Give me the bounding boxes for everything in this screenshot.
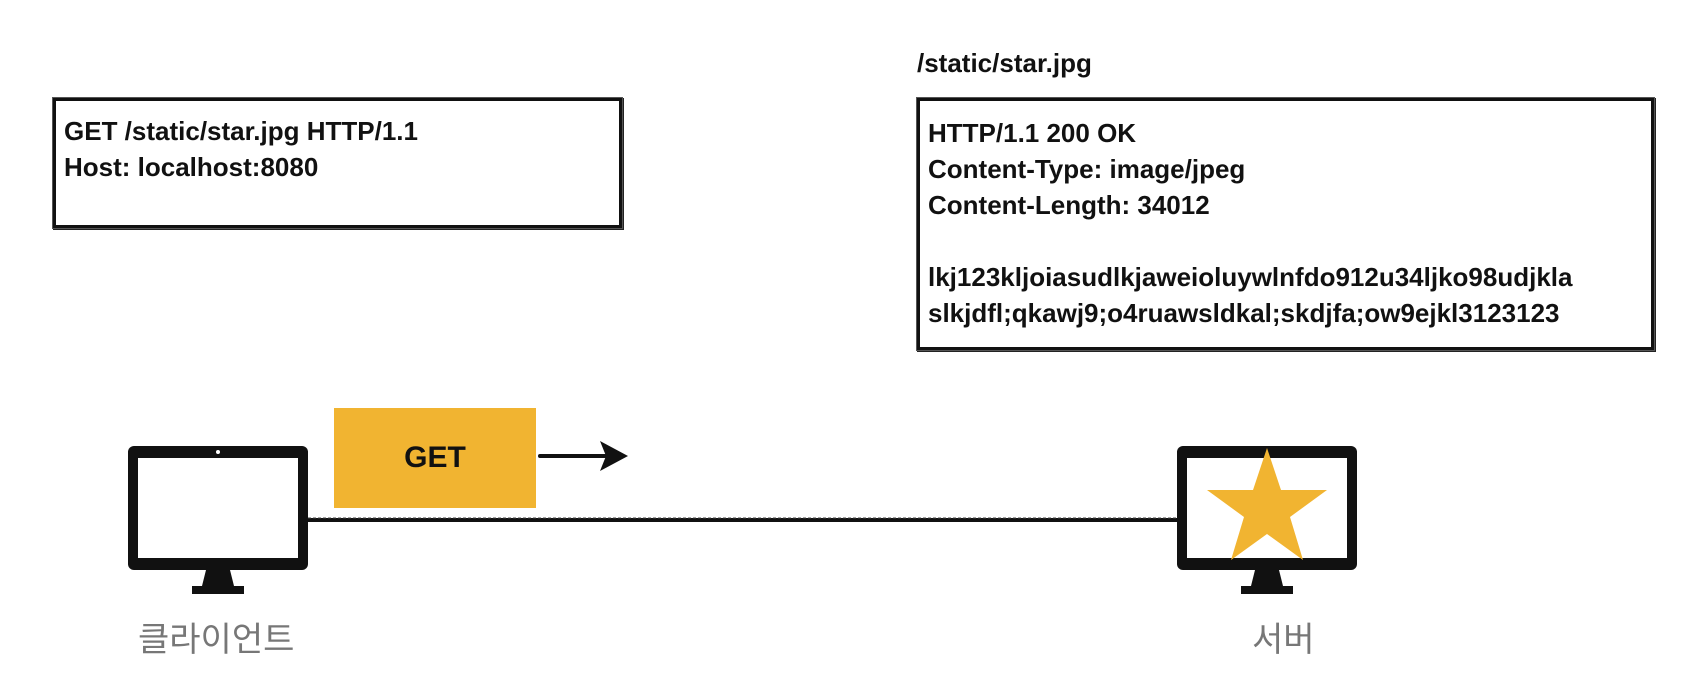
star-icon [1207, 448, 1327, 560]
arrow-right-icon [538, 441, 628, 471]
server-monitor-icon [1177, 446, 1357, 594]
response-resource-path: /static/star.jpg [917, 48, 1092, 78]
request-host-header: Host: localhost:8080 [64, 152, 319, 182]
response-content-length: Content-Length: 34012 [928, 190, 1210, 220]
client-monitor-icon [128, 446, 308, 594]
get-method-label: GET [404, 441, 466, 474]
response-message-box: HTTP/1.1 200 OK Content-Type: image/jpeg… [917, 98, 1654, 350]
server-label: 서버 [1252, 620, 1315, 660]
get-method-tag: GET [334, 408, 536, 508]
response-body-line-1: lkj123kljoiasudlkjaweioluywlnfdo912u34lj… [928, 262, 1573, 292]
response-content-type: Content-Type: image/jpeg [928, 154, 1246, 184]
request-message-box: GET /static/star.jpg HTTP/1.1 Host: loca… [53, 98, 622, 228]
response-status-line: HTTP/1.1 200 OK [928, 118, 1137, 148]
request-line: GET /static/star.jpg HTTP/1.1 [64, 116, 418, 146]
response-blank-line [928, 223, 1643, 259]
connection-line [308, 517, 1180, 522]
response-body-line-2: slkjdfl;qkawj9;o4ruawsldkal;skdjfa;ow9ej… [928, 298, 1560, 328]
client-label: 클라이언트 [138, 620, 295, 660]
